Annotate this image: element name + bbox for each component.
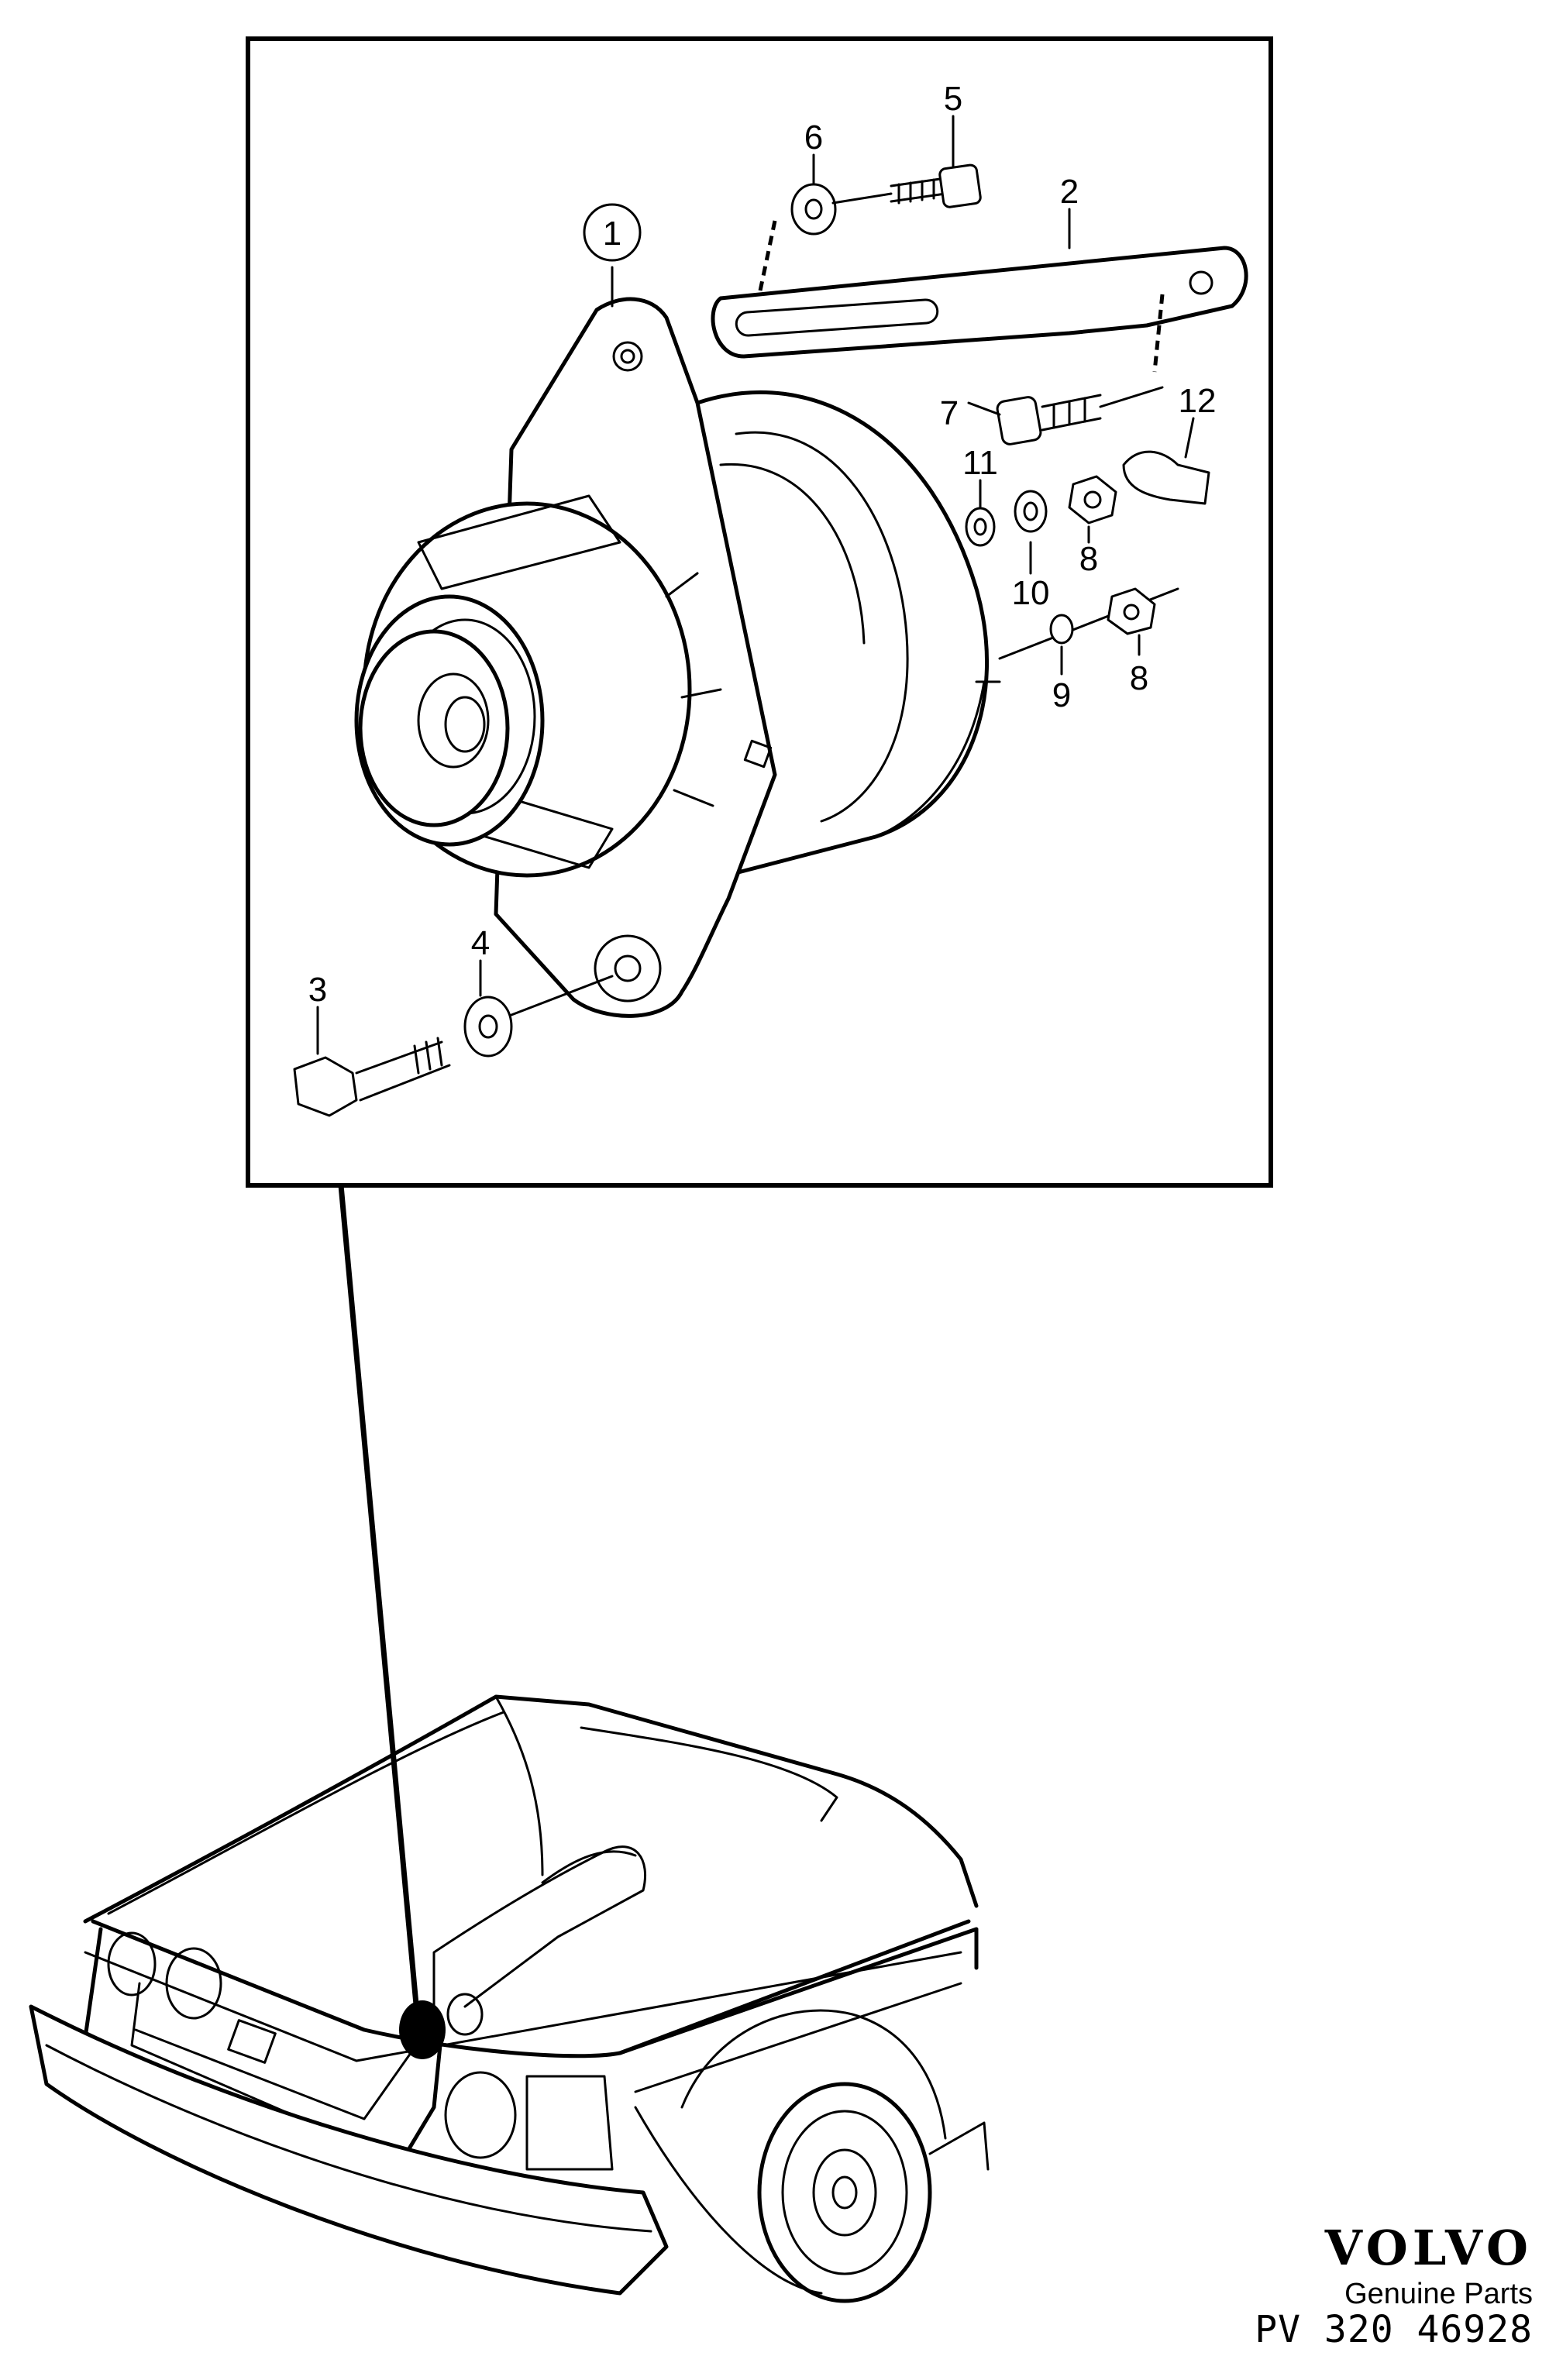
small-hardware xyxy=(965,450,1210,660)
callout-6: 6 xyxy=(804,119,823,156)
callout-1: 1 xyxy=(603,215,621,253)
car-illustration xyxy=(29,1694,990,2303)
callout-2: 2 xyxy=(1060,173,1079,211)
bolt-7 xyxy=(996,386,1164,445)
callout-9: 9 xyxy=(1052,676,1071,714)
washer-6 xyxy=(790,183,837,236)
callout-4: 4 xyxy=(471,924,490,962)
detail-frame xyxy=(246,36,1273,1188)
callout-10: 10 xyxy=(1012,574,1050,612)
callout-5: 5 xyxy=(944,80,962,118)
brand-block: VOLVO Genuine Parts PV 320 46928 xyxy=(1255,2223,1533,2349)
bolt-5 xyxy=(890,163,982,208)
volvo-logo: VOLVO xyxy=(1324,2219,1533,2276)
callout-8b: 8 xyxy=(1130,659,1148,697)
genuine-parts-label: Genuine Parts xyxy=(1344,2277,1533,2310)
bolt-3 xyxy=(293,1037,451,1117)
alternator xyxy=(354,297,1001,1018)
callout-3: 3 xyxy=(308,971,327,1009)
leader-line xyxy=(338,1185,422,2031)
callout-7: 7 xyxy=(940,394,959,432)
callout-11: 11 xyxy=(962,444,998,482)
washer-4 xyxy=(463,975,614,1058)
callout-8a: 8 xyxy=(1079,540,1098,578)
alternator-location-marker xyxy=(399,2000,446,2059)
adjusting-bracket xyxy=(711,246,1248,359)
part-code: PV 320 46928 xyxy=(1255,2307,1533,2351)
callout-12: 12 xyxy=(1179,382,1217,420)
